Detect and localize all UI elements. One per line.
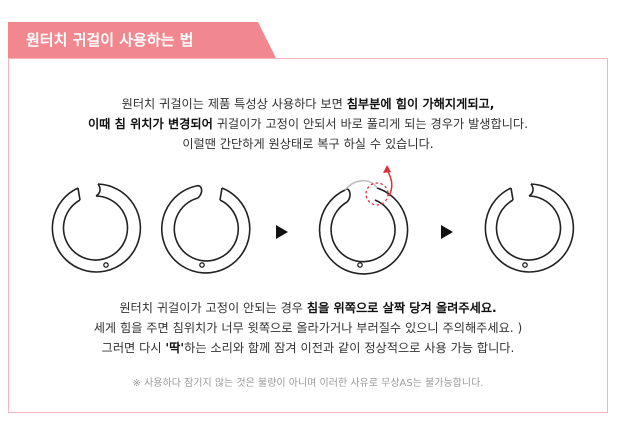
header-tab-shape: [8, 22, 276, 58]
earring-fixed-icon: [484, 183, 575, 273]
instruction-text: 원터치 귀걸이가 고정이 안되는 경우 침을 위쪽으로 살짝 당겨 올려주세요.…: [8, 298, 608, 358]
intro-text: 원터치 귀걸이는 제품 특성상 사용하다 보면 침부분에 힘이 가해지게되고, …: [8, 94, 608, 154]
notice-text: ※ 사용하다 잠기지 않는 것은 불량이 아니며 이러한 사유로 무상AS는 불…: [132, 378, 484, 389]
content-frame: [8, 58, 608, 413]
intro-line-2: 이때 침 위치가 변경되어 귀걸이가 고정이 안되서 바로 풀리게 되는 경우가…: [87, 117, 529, 131]
intro-line-1: 원터치 귀걸이는 제품 특성상 사용하다 보면 침부분에 힘이 가해지게되고,: [121, 97, 495, 111]
instruction-line-3: 그러면 다시 '딱'하는 소리와 함께 잠겨 이전과 같이 정상적으로 사용 가…: [101, 341, 515, 355]
instruction-line-2: 세게 힘을 주면 침위치가 너무 윗쪽으로 올라가거나 부러질수 있으니 주의해…: [93, 321, 523, 335]
step-arrow-icon-2: [441, 225, 453, 239]
intro-line-3: 이럴땐 간단하게 원상태로 복구 하실 수 있습니다.: [182, 137, 434, 151]
page-title: 원터치 귀걸이 사용하는 법: [26, 31, 194, 49]
step-arrow-icon-1: [276, 225, 288, 239]
earring-closed-icon: [51, 183, 142, 273]
earring-push-up-icon: [318, 165, 409, 275]
earring-misaligned-icon: [160, 184, 251, 274]
instruction-line-1: 원터치 귀걸이가 고정이 안되는 경우 침을 위쪽으로 살짝 당겨 올려주세요.: [119, 301, 497, 315]
